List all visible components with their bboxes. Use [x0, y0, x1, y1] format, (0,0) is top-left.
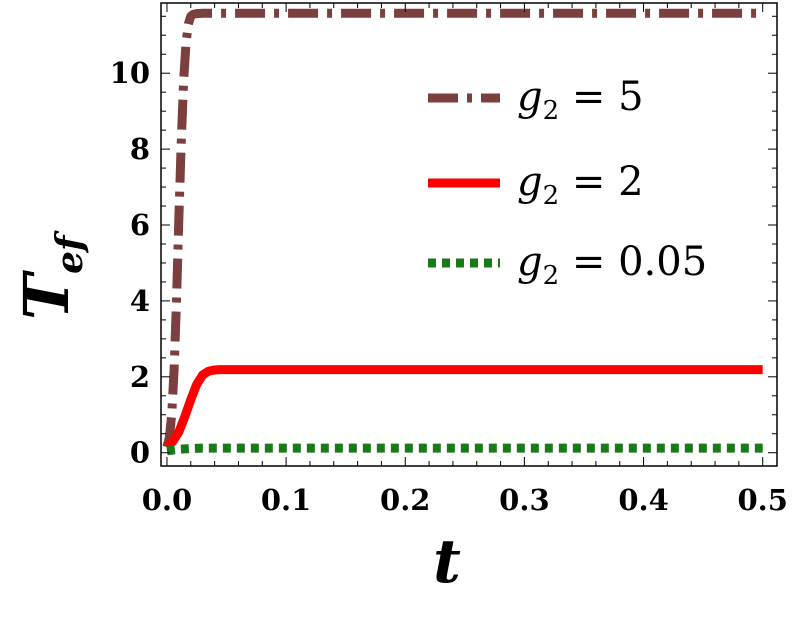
legend-label-var: g: [517, 239, 543, 285]
x-axis-title: t: [433, 527, 461, 597]
legend-label: g2 = 0.05: [517, 239, 707, 291]
ticks: [161, 3, 777, 466]
legend-label-var: g: [517, 159, 543, 205]
plot-frame: [160, 2, 778, 467]
legend-label-sub: 2: [543, 261, 560, 291]
legend-label-var: g: [517, 74, 543, 120]
x-tick-label: 0.0: [142, 483, 192, 517]
legend-label-rest: = 0.05: [559, 239, 707, 285]
y-tick-label: 0: [130, 436, 150, 470]
x-tick-label: 0.2: [380, 483, 430, 517]
series-line-1: [162, 8, 763, 449]
legend-label-rest: = 2: [559, 159, 643, 205]
legend-label-sub: 2: [543, 181, 560, 211]
series-line-2: [163, 365, 763, 451]
x-tick-label: 0.5: [737, 483, 787, 517]
y-axis-title-main: T: [10, 270, 83, 320]
y-tick-label: 10: [110, 56, 150, 90]
legend: g2 = 5g2 = 2g2 = 0.05: [428, 74, 707, 291]
y-tick-label: 2: [130, 360, 150, 394]
x-tick-label: 0.4: [618, 483, 668, 517]
x-tick-label: 0.1: [261, 483, 311, 517]
tick-labels: 0.0 0.1 0.2 0.3 0.4 0.5 0 2 4 6 8 10: [110, 56, 788, 517]
series-line-3: [166, 443, 763, 456]
y-axis-title: Tef: [10, 230, 91, 320]
x-tick-label: 0.3: [499, 483, 549, 517]
legend-label: g2 = 5: [517, 74, 644, 126]
y-tick-label: 8: [130, 132, 150, 166]
legend-label-sub: 2: [543, 96, 560, 126]
legend-label-rest: = 5: [559, 74, 643, 120]
y-tick-label: 4: [130, 284, 150, 318]
y-tick-label: 6: [130, 208, 150, 242]
y-axis-title-sub: ef: [49, 230, 91, 274]
legend-label: g2 = 2: [517, 159, 644, 211]
plot-content: [162, 8, 763, 456]
